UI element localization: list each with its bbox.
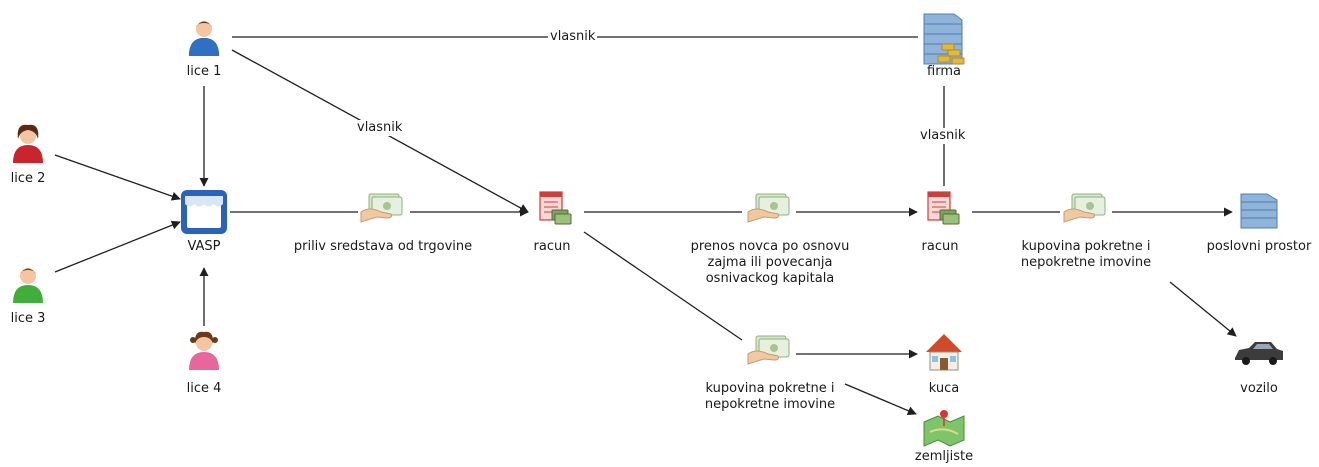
edge-label-firma-racun2: vlasnik — [918, 128, 968, 144]
shop-icon — [181, 190, 227, 234]
money-hand-icon — [1063, 193, 1106, 223]
node-label-zemljiste: zemljiste — [914, 449, 974, 464]
office-building-icon — [1240, 193, 1278, 229]
edge-label-lice1-racun1: vlasnik — [355, 120, 405, 136]
node-label-vozilo: vozilo — [1240, 381, 1278, 396]
node-label-lice4: lice 4 — [186, 381, 222, 396]
node-label-lice3: lice 3 — [10, 311, 46, 326]
node-label-money4: kupovina pokretne i nepokretne imovine — [704, 381, 836, 412]
edge-lice3-vasp — [54, 220, 181, 273]
edge-money3-vozilo — [1169, 281, 1237, 337]
car-icon — [1235, 342, 1283, 365]
account-document-icon — [539, 191, 572, 225]
person-green-icon — [13, 268, 43, 303]
node-label-poslovni: poslovni prostor — [1206, 239, 1312, 254]
company-building-icon — [923, 13, 965, 65]
land-map-icon — [923, 410, 965, 447]
node-label-money3: kupovina pokretne i nepokretne imovine — [1020, 239, 1152, 270]
money-hand-icon — [747, 193, 790, 223]
edge-racun1-money4 — [583, 231, 743, 341]
edges — [54, 36, 1237, 416]
edge-money4-zemljiste — [844, 383, 917, 416]
node-label-racun1: racun — [533, 239, 571, 254]
money-hand-icon — [747, 335, 790, 365]
person-red-icon — [13, 124, 43, 163]
node-label-firma: firma — [927, 64, 961, 79]
node-label-lice2: lice 2 — [10, 171, 46, 186]
house-icon — [926, 334, 962, 371]
money-hand-icon — [360, 193, 403, 223]
person-pink-icon — [189, 331, 219, 370]
edge-label-lice1-firma: vlasnik — [548, 29, 598, 45]
person-blue-icon — [189, 21, 219, 56]
node-label-lice1: lice 1 — [186, 64, 222, 79]
node-label-racun2: racun — [921, 239, 959, 254]
node-label-vasp: VASP — [187, 239, 221, 254]
account-document-icon — [927, 191, 960, 225]
node-label-money2: prenos novca po osnovu zajma ili povecan… — [690, 239, 850, 286]
edge-lice2-vasp — [54, 154, 181, 201]
node-label-money1: priliv sredstava od trgovine — [293, 239, 473, 254]
node-label-kuca: kuca — [928, 381, 960, 396]
